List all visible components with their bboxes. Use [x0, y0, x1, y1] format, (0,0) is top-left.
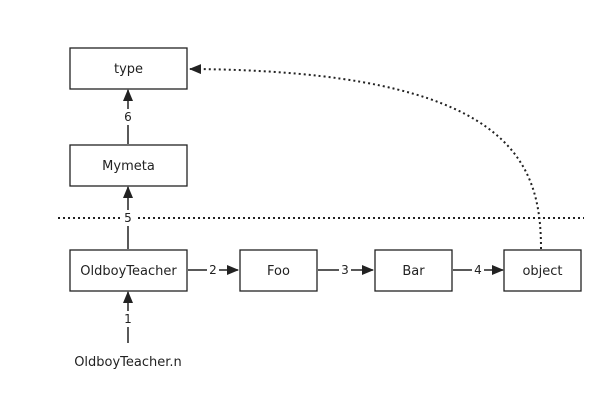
edge-5-label: 5 [124, 211, 132, 225]
edge-4-label: 4 [474, 263, 482, 277]
edge-1-label: 1 [124, 312, 132, 326]
edge-6-label-bg [121, 109, 135, 125]
edge-3-label-bg [339, 262, 351, 278]
node-foo-label: Foo [267, 264, 290, 279]
edge-2-label-bg [207, 262, 219, 278]
node-type: type [69, 47, 188, 90]
node-mymeta: Mymeta [69, 144, 188, 187]
entry-label: OldboyTeacher.n [74, 355, 182, 370]
node-foo: Foo [239, 249, 318, 292]
node-bar: Bar [374, 249, 453, 292]
edge-4-label-bg [472, 262, 484, 278]
object-to-type-arrow [189, 64, 542, 250]
node-object: object [503, 249, 582, 292]
node-object-label: object [522, 264, 562, 279]
node-mymeta-label: Mymeta [102, 159, 155, 174]
edge-3-label: 3 [341, 263, 349, 277]
edge-2-label: 2 [209, 263, 217, 277]
node-bar-label: Bar [402, 264, 425, 279]
node-type-label: type [114, 62, 143, 77]
edge-6-label: 6 [124, 110, 132, 124]
edge-1-label-bg [121, 311, 135, 327]
node-oldboy-teacher: OldboyTeacher [69, 249, 188, 292]
node-oldboy-teacher-label: OldboyTeacher [80, 264, 177, 279]
edge-5-label-bg [121, 210, 135, 226]
